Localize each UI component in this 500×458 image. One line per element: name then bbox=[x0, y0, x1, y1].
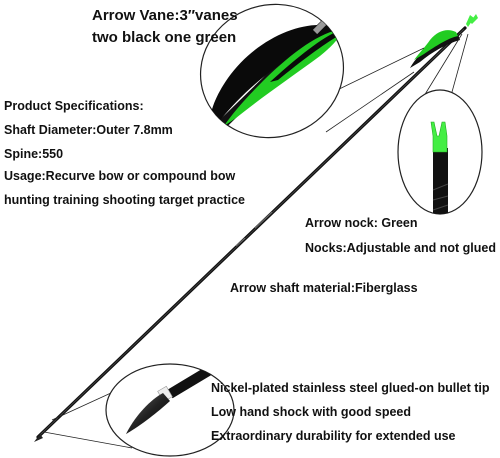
shaft-material: Arrow shaft material:Fiberglass bbox=[230, 281, 418, 295]
shaft-diameter: Shaft Diameter:Outer 7.8mm bbox=[4, 123, 173, 137]
vane-callout bbox=[191, 0, 425, 155]
spine: Spine:550 bbox=[4, 147, 64, 161]
nock-callout bbox=[397, 33, 483, 215]
vane-label-line1: Arrow Vane:3″vanes bbox=[92, 7, 238, 24]
nock-color-label: Arrow nock: Green bbox=[305, 216, 418, 230]
arrow-shaft bbox=[36, 26, 467, 439]
usage-line2: hunting training shooting target practic… bbox=[4, 193, 245, 207]
feature-item: Low hand shock with good speed bbox=[211, 405, 412, 419]
feature-item: Extraordinary durability for extended us… bbox=[211, 429, 456, 443]
usage-line1: Usage:Recurve bow or compound bow bbox=[4, 169, 236, 183]
specs-heading: Product Specifications: bbox=[4, 99, 144, 113]
main-arrow-tip bbox=[34, 434, 43, 442]
feature-item: Nickel-plated stainless steel glued-on b… bbox=[211, 381, 490, 395]
nocks-label: Nocks:Adjustable and not glued bbox=[305, 241, 496, 255]
vane-label-line2: two black one green bbox=[92, 29, 237, 46]
main-arrow-vanes bbox=[410, 14, 478, 68]
